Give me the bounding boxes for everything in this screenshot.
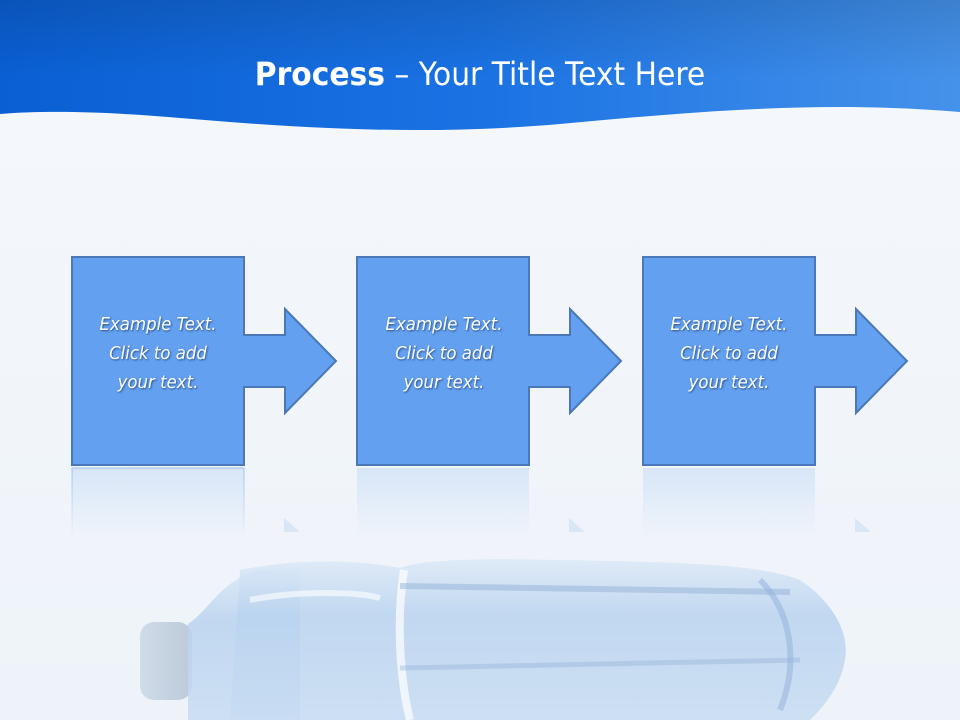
step-3-reflection-fill [643, 468, 815, 538]
step-1-shape [71, 256, 338, 466]
step-1-text[interactable]: Example Text. Click to add your text. [99, 314, 217, 393]
step-3-text[interactable]: Example Text. Click to add your text. [670, 314, 788, 393]
title-bold: Process [254, 55, 385, 93]
process-step-2 [356, 256, 623, 538]
step-3-shape [642, 256, 909, 466]
step-1-reflection-arrow [284, 518, 300, 532]
water-bottle-image [140, 559, 846, 720]
header-banner [0, 0, 960, 131]
title-rest: – Your Title Text Here [384, 55, 706, 93]
step-2-reflection-arrow [569, 518, 585, 532]
step-2-text[interactable]: Example Text. Click to add your text. [385, 314, 503, 393]
step-2-reflection-fill [357, 468, 529, 538]
page-title: Process – Your Title Text Here [34, 52, 927, 96]
step-1-reflection-fill [72, 468, 244, 538]
step-2-shape [356, 256, 623, 466]
process-step-3 [642, 256, 909, 538]
step-3-reflection-arrow [855, 518, 871, 532]
process-step-1 [71, 256, 338, 540]
